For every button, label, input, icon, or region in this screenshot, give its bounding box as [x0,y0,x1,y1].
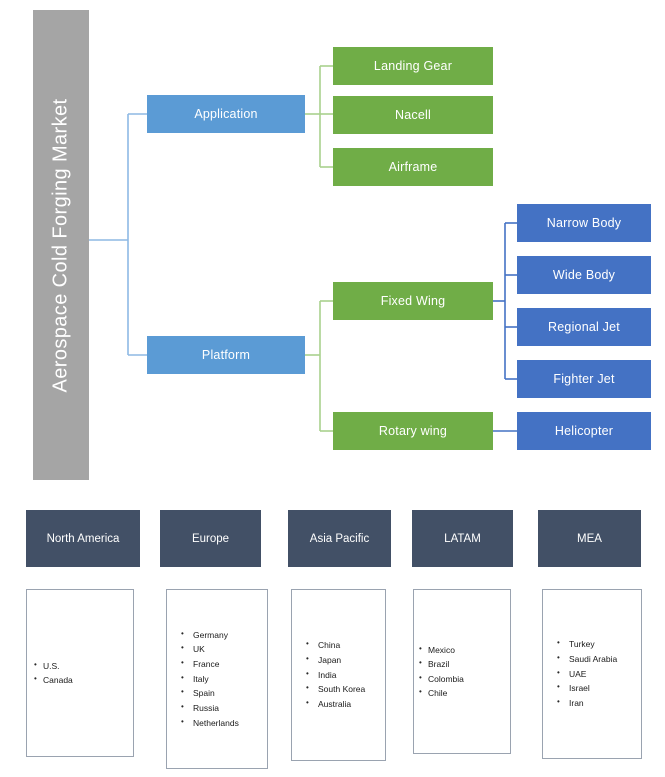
region-header-north-america[interactable]: North America [26,510,140,567]
node-landing-gear[interactable]: Landing Gear [333,47,493,85]
region-country-list-latam: MexicoBrazilColombiaChile [413,589,511,754]
country-item: U.S. [34,658,133,673]
region-header-label: North America [46,532,120,545]
node-rotary-wing[interactable]: Rotary wing [333,412,493,450]
country-item: Netherlands [181,715,267,731]
root-node-market: Aerospace Cold Forging Market [33,10,89,480]
node-regional-jet-label: Regional Jet [548,319,620,334]
country-item: Germany [181,627,267,643]
country-item: Chile [419,685,510,700]
node-platform[interactable]: Platform [147,336,305,374]
country-item: Mexico [419,642,510,657]
country-item: China [306,637,385,653]
region-mea: MEA TurkeySaudi ArabiaUAEIsraelIran [538,510,652,759]
region-header-asia-pacific[interactable]: Asia Pacific [288,510,391,567]
node-narrow-body[interactable]: Narrow Body [517,204,651,242]
region-header-label: Europe [191,532,230,545]
regions-section: North America U.S.Canada Europe GermanyU… [0,510,665,777]
region-country-list-asia-pacific: ChinaJapanIndiaSouth KoreaAustralia [291,589,386,761]
node-rotary-wing-label: Rotary wing [378,423,448,438]
node-fighter-jet[interactable]: Fighter Jet [517,360,651,398]
region-latam: LATAM MexicoBrazilColombiaChile [412,510,526,754]
node-landing-gear-label: Landing Gear [373,58,453,73]
country-list: ChinaJapanIndiaSouth KoreaAustralia [292,637,385,712]
country-list: GermanyUKFranceItalySpainRussiaNetherlan… [167,627,267,731]
node-narrow-body-label: Narrow Body [546,215,622,230]
region-europe: Europe GermanyUKFranceItalySpainRussiaNe… [160,510,274,769]
node-fighter-jet-label: Fighter Jet [553,371,615,386]
node-wide-body-label: Wide Body [552,267,616,282]
node-wide-body[interactable]: Wide Body [517,256,651,294]
node-airframe-label: Airframe [388,159,438,174]
region-header-label: LATAM [444,532,481,545]
country-item: UK [181,641,267,657]
country-item: India [306,667,385,683]
region-header-label: Asia Pacific [309,532,370,545]
node-platform-label: Platform [201,347,251,362]
country-item: South Korea [306,681,385,697]
country-list: U.S.Canada [27,658,133,688]
country-item: Russia [181,700,267,716]
region-country-list-north-america: U.S.Canada [26,589,134,757]
node-airframe[interactable]: Airframe [333,148,493,186]
node-helicopter-label: Helicopter [554,423,614,438]
region-north-america: North America U.S.Canada [26,510,140,757]
region-country-list-europe: GermanyUKFranceItalySpainRussiaNetherlan… [166,589,268,769]
region-header-europe[interactable]: Europe [160,510,261,567]
country-item: Australia [306,696,385,712]
country-item: UAE [557,666,641,682]
region-country-list-mea: TurkeySaudi ArabiaUAEIsraelIran [542,589,642,759]
region-header-label: MEA [577,532,602,545]
root-node-label: Aerospace Cold Forging Market [49,98,72,392]
country-item: Spain [181,685,267,701]
country-item: Saudi Arabia [557,651,641,667]
region-header-latam[interactable]: LATAM [412,510,513,567]
country-item: Turkey [557,636,641,652]
country-list: TurkeySaudi ArabiaUAEIsraelIran [543,636,641,711]
node-fixed-wing[interactable]: Fixed Wing [333,282,493,320]
node-nacell[interactable]: Nacell [333,96,493,134]
country-item: Colombia [419,670,510,686]
country-item: France [181,656,267,672]
node-nacell-label: Nacell [395,107,431,122]
node-regional-jet[interactable]: Regional Jet [517,308,651,346]
country-list: MexicoBrazilColombiaChile [414,642,510,700]
node-helicopter[interactable]: Helicopter [517,412,651,450]
country-item: Brazil [419,656,510,671]
country-item: Canada [34,672,133,687]
node-application-label: Application [194,106,258,121]
country-item: Israel [557,680,641,696]
region-header-mea[interactable]: MEA [538,510,641,567]
country-item: Iran [557,695,641,711]
region-asia-pacific: Asia Pacific ChinaJapanIndiaSouth KoreaA… [288,510,402,761]
node-fixed-wing-label: Fixed Wing [380,293,446,308]
country-item: Italy [181,671,267,687]
node-application[interactable]: Application [147,95,305,133]
country-item: Japan [306,652,385,668]
